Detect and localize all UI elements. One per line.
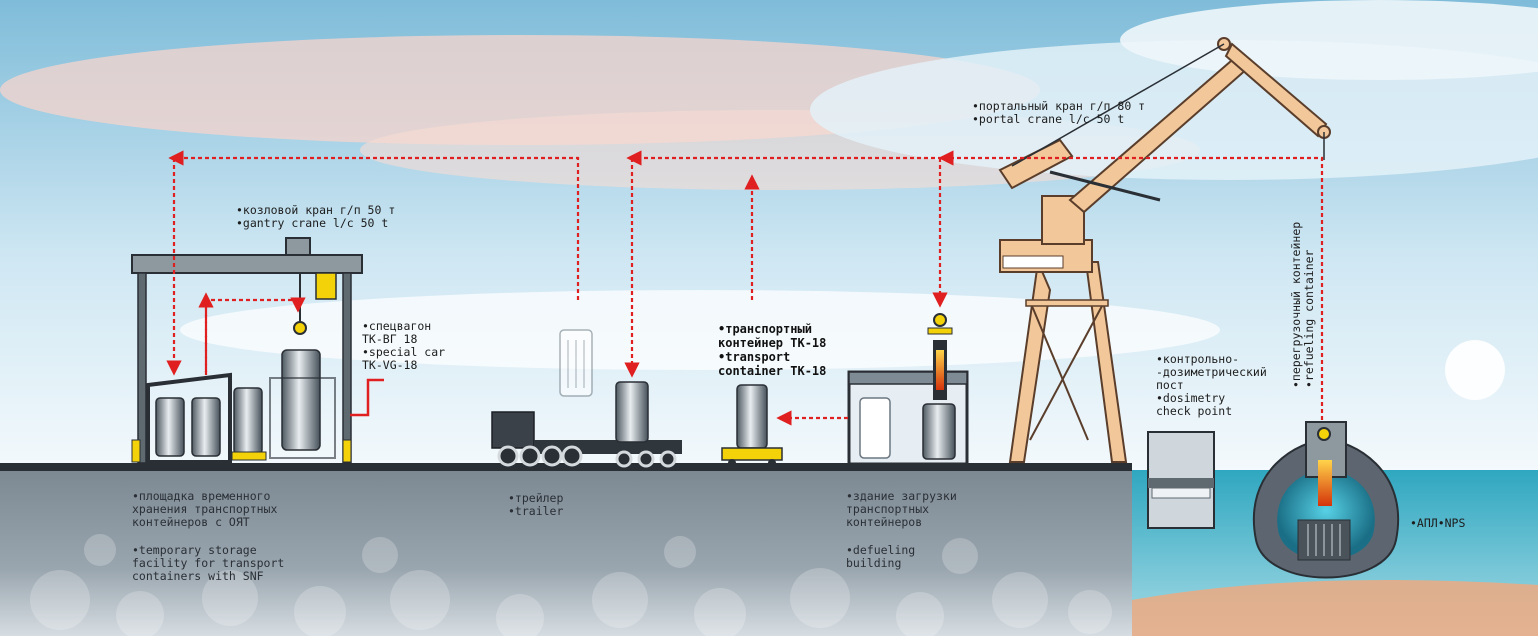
white-cloud xyxy=(1120,0,1538,80)
ghost-cask-icon xyxy=(559,329,593,397)
storage-shed xyxy=(146,372,232,464)
storage-label-en: •temporary storage facility for transpor… xyxy=(132,543,285,583)
gantry-crane-label: •козловой кран г/п 50 т •gantry crane l/… xyxy=(236,203,396,230)
transport-container-label: •транспортный контейнер ТК-18 •transport… xyxy=(718,322,827,378)
trailer-label: •трейлер •trailer xyxy=(508,491,564,518)
defueling-building xyxy=(847,313,969,466)
portal-crane-label: •портальный кран г/п 80 т •portal crane … xyxy=(972,99,1146,126)
gantry-crane-icon xyxy=(131,237,363,464)
special-car-label: •спецвагон ТК-ВГ 18 •special car TK-VG-1… xyxy=(362,319,446,372)
cask-icon xyxy=(736,384,768,449)
special-car-pointer xyxy=(350,378,384,417)
refueling-container-label: •перегрузочный контейнер •refueling cont… xyxy=(1289,221,1316,388)
dosimetry-post xyxy=(1147,431,1215,529)
submarine-icon xyxy=(1253,421,1399,579)
portal-crane-icon xyxy=(998,37,1331,463)
cask-icon xyxy=(155,349,336,461)
ground xyxy=(0,470,1132,636)
defueling-label-ru: •здание загрузки транспортных контейнеро… xyxy=(846,489,957,529)
hook-icon xyxy=(933,313,947,327)
hook-icon xyxy=(293,321,307,335)
nps-label: •АПЛ•NPS xyxy=(1410,516,1466,530)
sea-reflection xyxy=(1132,580,1538,636)
hook-icon xyxy=(1317,427,1331,441)
sun-cloud xyxy=(1445,340,1505,400)
defueling-label-en: •defueling building xyxy=(846,543,916,570)
cask-cart xyxy=(721,447,783,461)
dosimetry-label: •контрольно- -дозиметрический пост •dosi… xyxy=(1156,352,1267,418)
storage-label-ru: •площадка временного хранения транспортн… xyxy=(132,489,278,529)
cask-icon xyxy=(615,381,649,443)
trailer-icon xyxy=(491,411,682,468)
fuel-assembly xyxy=(936,350,944,390)
ground-edge xyxy=(0,463,1132,471)
flow-arrows xyxy=(166,150,1324,426)
white-cloud xyxy=(180,290,1220,370)
ground-pattern xyxy=(30,534,1112,636)
